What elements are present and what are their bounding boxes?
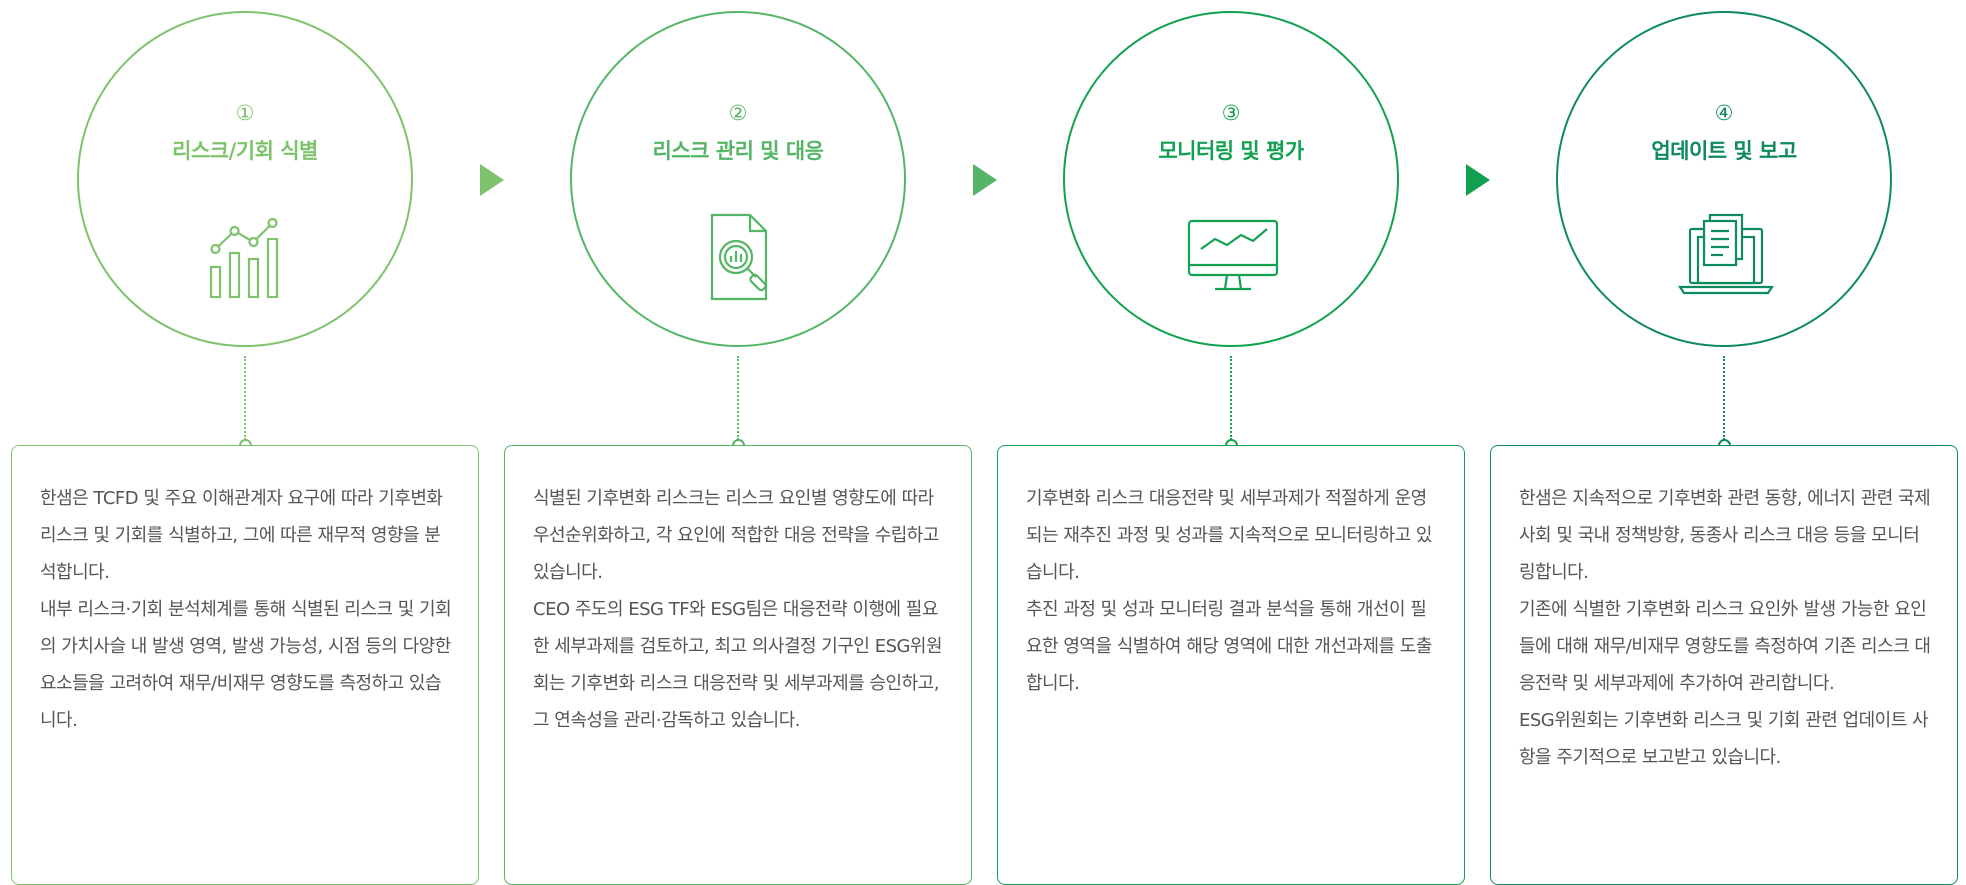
step-2-number: ② <box>728 101 748 125</box>
flow-arrow-icon <box>973 164 997 196</box>
flow-arrow-icon <box>1466 164 1490 196</box>
step-4-circle: ④ 업데이트 및 보고 <box>1556 11 1892 347</box>
step-1-connector <box>244 356 246 440</box>
step-3-connector <box>1230 356 1232 440</box>
step-3-paragraph: 추진 과정 및 성과 모니터링 결과 분석을 통해 개선이 필요한 영역을 식별… <box>1026 599 1432 694</box>
step-2-connector <box>737 356 739 440</box>
step-4-paragraph: ESG위원회는 기후변화 리스크 및 기회 관련 업데이트 사항을 주기적으로 … <box>1519 710 1929 768</box>
step-2-description-box: 식별된 기후변화 리스크는 리스크 요인별 영향도에 따라 우선순위화하고, 각… <box>504 445 972 885</box>
step-2-paragraph: 식별된 기후변화 리스크는 리스크 요인별 영향도에 따라 우선순위화하고, 각… <box>533 488 939 583</box>
step-1-number: ① <box>235 101 255 125</box>
bar-line-chart-icon <box>209 217 279 299</box>
step-1-description-box: 한샘은 TCFD 및 주요 이해관계자 요구에 따라 기후변화 리스크 및 기회… <box>11 445 479 885</box>
step-2-circle: ② 리스크 관리 및 대응 <box>570 11 906 347</box>
step-2-paragraph: CEO 주도의 ESG TF와 ESG팀은 대응전략 이행에 필요한 세부과제를… <box>533 599 943 731</box>
step-3-paragraph: 기후변화 리스크 대응전략 및 세부과제가 적절하게 운영되는 재추진 과정 및… <box>1026 488 1432 583</box>
step-2-description: 식별된 기후변화 리스크는 리스크 요인별 영향도에 따라 우선순위화하고, 각… <box>533 480 945 739</box>
flow-arrow-icon <box>480 164 504 196</box>
step-2-title: 리스크 관리 및 대응 <box>652 139 825 163</box>
step-4-number: ④ <box>1714 101 1734 125</box>
step-3-description-box: 기후변화 리스크 대응전략 및 세부과제가 적절하게 운영되는 재추진 과정 및… <box>997 445 1465 885</box>
step-4-description: 한샘은 지속적으로 기후변화 관련 동향, 에너지 관련 국제사회 및 국내 정… <box>1519 480 1931 776</box>
step-3-title: 모니터링 및 평가 <box>1158 139 1304 163</box>
step-3-number: ③ <box>1221 101 1241 125</box>
step-4-description-box: 한샘은 지속적으로 기후변화 관련 동향, 에너지 관련 국제사회 및 국내 정… <box>1490 445 1958 885</box>
step-1-paragraph: 내부 리스크·기회 분석체계를 통해 식별된 리스크 및 기회의 가치사슬 내 … <box>40 599 452 731</box>
step-3-circle: ③ 모니터링 및 평가 <box>1063 11 1399 347</box>
step-4-paragraph: 기존에 식별한 기후변화 리스크 요인外 발생 가능한 요인들에 대해 재무/비… <box>1519 599 1931 694</box>
step-3-description: 기후변화 리스크 대응전략 및 세부과제가 적절하게 운영되는 재추진 과정 및… <box>1026 480 1438 702</box>
laptop-document-icon <box>1677 213 1775 295</box>
step-4-connector <box>1723 356 1725 440</box>
document-magnifier-icon <box>710 213 768 301</box>
step-4-paragraph: 한샘은 지속적으로 기후변화 관련 동향, 에너지 관련 국제사회 및 국내 정… <box>1519 488 1931 583</box>
step-1-title: 리스크/기회 식별 <box>172 139 318 163</box>
step-4-title: 업데이트 및 보고 <box>1651 139 1797 163</box>
monitor-chart-icon <box>1187 219 1279 291</box>
step-1-paragraph: 한샘은 TCFD 및 주요 이해관계자 요구에 따라 기후변화 리스크 및 기회… <box>40 488 443 583</box>
step-1-description: 한샘은 TCFD 및 주요 이해관계자 요구에 따라 기후변화 리스크 및 기회… <box>40 480 452 739</box>
step-1-circle: ① 리스크/기회 식별 <box>77 11 413 347</box>
